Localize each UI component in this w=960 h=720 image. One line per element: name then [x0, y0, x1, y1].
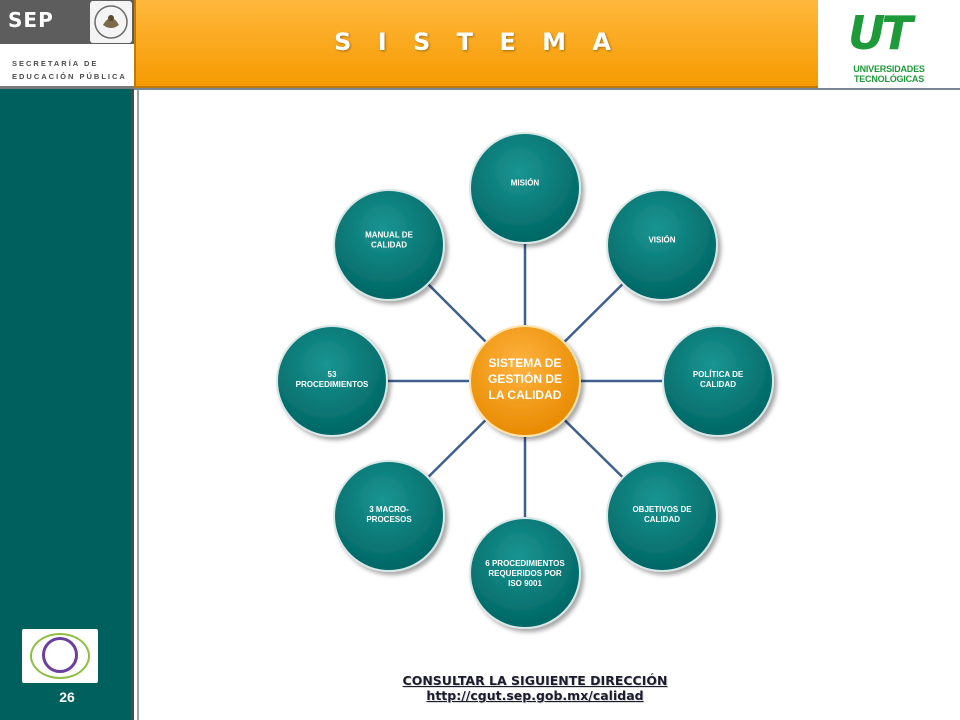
- node-procedimientos-53-label: 53: [328, 370, 337, 379]
- content-top-border: [134, 88, 960, 90]
- node-manual-label: MANUAL DE: [365, 230, 414, 239]
- node-macroprocesos-label: 3 MACRO-: [369, 505, 409, 514]
- footer-link[interactable]: CONSULTAR LA SIGUIENTE DIRECCIÓN http://…: [402, 673, 668, 703]
- ut-subtitle: UNIVERSIDADES TECNOLÓGICAS: [853, 64, 925, 84]
- connector-macroprocesos: [427, 418, 487, 479]
- node-procedimientos-iso-label: REQUERIDOS POR: [488, 569, 562, 578]
- node-macroprocesos-label: PROCESOS: [366, 515, 412, 524]
- page-title: S I S T E M A: [334, 28, 620, 56]
- sep-subtitle-line-1: SECRETARÍA DE: [12, 59, 99, 68]
- node-circle-objetivos: [606, 460, 718, 572]
- node-circle-procedimientos-iso: [469, 517, 581, 629]
- node-circle-manual: [333, 189, 445, 301]
- node-manual-label: CALIDAD: [371, 240, 407, 249]
- center-label: SISTEMA DE: [489, 356, 562, 370]
- logo-ring: [30, 633, 90, 679]
- node-objetivos-label: CALIDAD: [644, 515, 680, 524]
- node-circle-mision: [469, 132, 581, 244]
- node-circle-vision: [606, 189, 718, 301]
- mexican-seal-icon: [90, 1, 132, 43]
- connector-manual: [427, 283, 487, 343]
- node-politica-label: POLÍTICA DE: [693, 370, 744, 379]
- sep-divider: [0, 86, 134, 89]
- sep-subtitle: SECRETARÍA DE EDUCACIÓN PÚBLICA: [12, 57, 132, 83]
- connectors: [387, 243, 663, 518]
- ut-header-block: UT UNIVERSIDADES TECNOLÓGICAS: [818, 0, 960, 88]
- center-label: GESTIÓN DE: [488, 371, 562, 386]
- logo-figure: [42, 637, 78, 673]
- connector-objetivos: [563, 418, 624, 479]
- node-circle-politica: [662, 325, 774, 437]
- node-objetivos-label: OBJETIVOS DE: [632, 505, 692, 514]
- node-mision: MISIÓN: [469, 132, 581, 244]
- sep-subtitle-line-2: EDUCACIÓN PÚBLICA: [12, 72, 127, 81]
- quality-logo-icon: [22, 629, 98, 683]
- node-vision: VISIÓN: [606, 189, 718, 301]
- node-procedimientos-iso-label: 6 PROCEDIMIENTOS: [485, 559, 565, 568]
- node-procedimientos-53-label: PROCEDIMIENTOS: [296, 380, 369, 389]
- sep-header-block: SEP SECRETARÍA DE EDUCACIÓN PÚBLICA: [0, 0, 134, 89]
- sidebar: 26: [0, 89, 134, 720]
- node-circle-macroprocesos: [333, 460, 445, 572]
- node-macroprocesos: 3 MACRO-PROCESOS: [333, 460, 445, 572]
- center-label: LA CALIDAD: [489, 388, 562, 402]
- node-vision-label: VISIÓN: [648, 235, 675, 244]
- node-mision-label: MISIÓN: [511, 178, 540, 187]
- node-procedimientos-iso-label: ISO 9001: [508, 579, 542, 588]
- connector-vision: [563, 282, 624, 344]
- ut-logo: UT: [848, 6, 913, 60]
- sep-logo: SEP: [8, 8, 54, 32]
- title-bar: S I S T E M A: [134, 0, 818, 88]
- page-number: 26: [59, 689, 75, 705]
- node-politica-label: CALIDAD: [700, 380, 736, 389]
- center-circle: [469, 325, 581, 437]
- node-circle-procedimientos-53: [276, 325, 388, 437]
